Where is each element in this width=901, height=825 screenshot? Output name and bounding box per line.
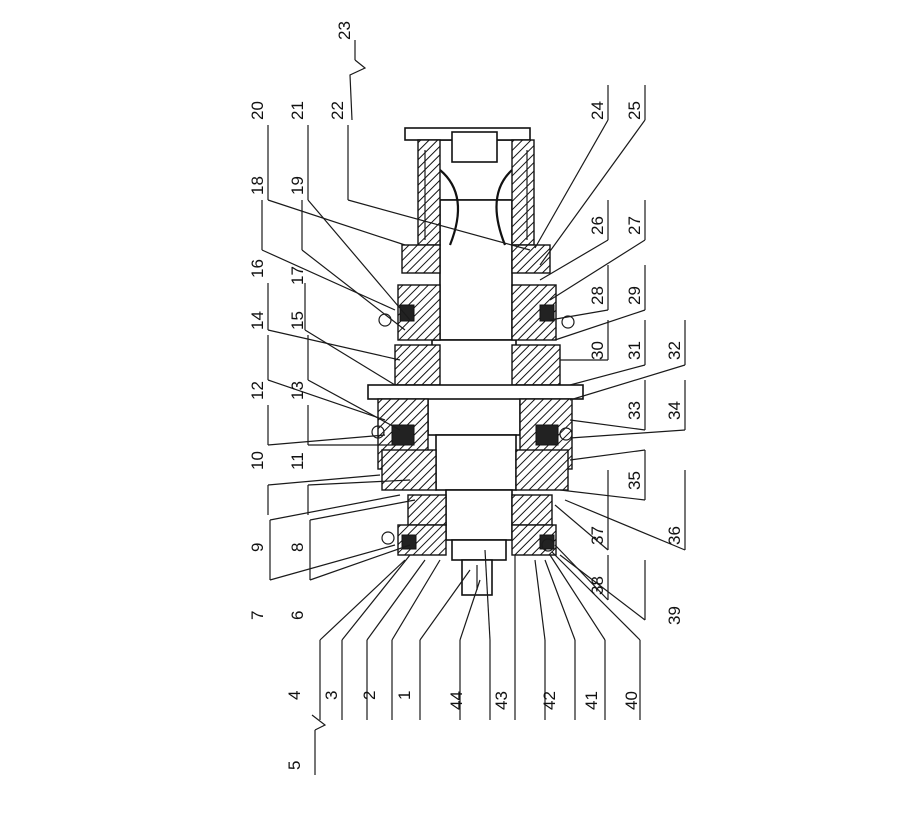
- label-27: 27: [625, 216, 644, 235]
- label-8: 8: [288, 543, 307, 552]
- label-20: 20: [248, 101, 267, 120]
- label-7: 7: [248, 611, 267, 620]
- label-22: 22: [328, 101, 347, 120]
- label-29: 29: [625, 286, 644, 305]
- label-40: 40: [622, 691, 641, 710]
- label-19: 19: [288, 176, 307, 195]
- label-6: 6: [288, 611, 307, 620]
- label-15: 15: [288, 311, 307, 330]
- label-39: 39: [665, 606, 684, 625]
- label-44: 44: [447, 691, 466, 710]
- label-14: 14: [248, 311, 267, 330]
- label-26: 26: [588, 216, 607, 235]
- label-38: 38: [588, 576, 607, 595]
- label-4: 4: [285, 691, 304, 700]
- label-10: 10: [248, 451, 267, 470]
- label-3: 3: [322, 691, 341, 700]
- lower-gear: [381, 449, 569, 491]
- label-37: 37: [588, 526, 607, 545]
- label-17: 17: [288, 266, 307, 285]
- label-28: 28: [588, 286, 607, 305]
- label-32: 32: [665, 341, 684, 360]
- leader-lines: [261, 40, 686, 775]
- label-18: 18: [248, 176, 267, 195]
- upper-ring: [401, 244, 551, 274]
- label-35: 35: [625, 471, 644, 490]
- label-43: 43: [492, 691, 511, 710]
- label-1: 1: [395, 691, 414, 700]
- upper-bearing-assembly: [378, 284, 575, 341]
- label-2: 2: [360, 691, 379, 700]
- label-33: 33: [625, 401, 644, 420]
- label-5: 5: [285, 761, 304, 770]
- label-21: 21: [288, 101, 307, 120]
- upper-gear: [394, 344, 561, 386]
- label-23: 23: [335, 21, 354, 40]
- label-42: 42: [540, 691, 559, 710]
- lower-bearing-housing: [381, 494, 557, 556]
- label-24: 24: [588, 101, 607, 120]
- label-25: 25: [625, 101, 644, 120]
- main-shaft: [427, 139, 521, 596]
- label-9: 9: [248, 543, 267, 552]
- label-12: 12: [248, 381, 267, 400]
- label-36: 36: [665, 526, 684, 545]
- label-11: 11: [288, 452, 307, 470]
- label-34: 34: [665, 401, 684, 420]
- label-30: 30: [588, 341, 607, 360]
- label-13: 13: [288, 381, 307, 400]
- label-41: 41: [582, 691, 601, 710]
- label-31: 31: [625, 341, 644, 360]
- top-coupling-flange: [404, 127, 535, 246]
- part-number-labels: 5 4 3 2 1 44 43 42 41 40 7 6 9 8 10 11 1…: [248, 21, 684, 770]
- label-16: 16: [248, 259, 267, 278]
